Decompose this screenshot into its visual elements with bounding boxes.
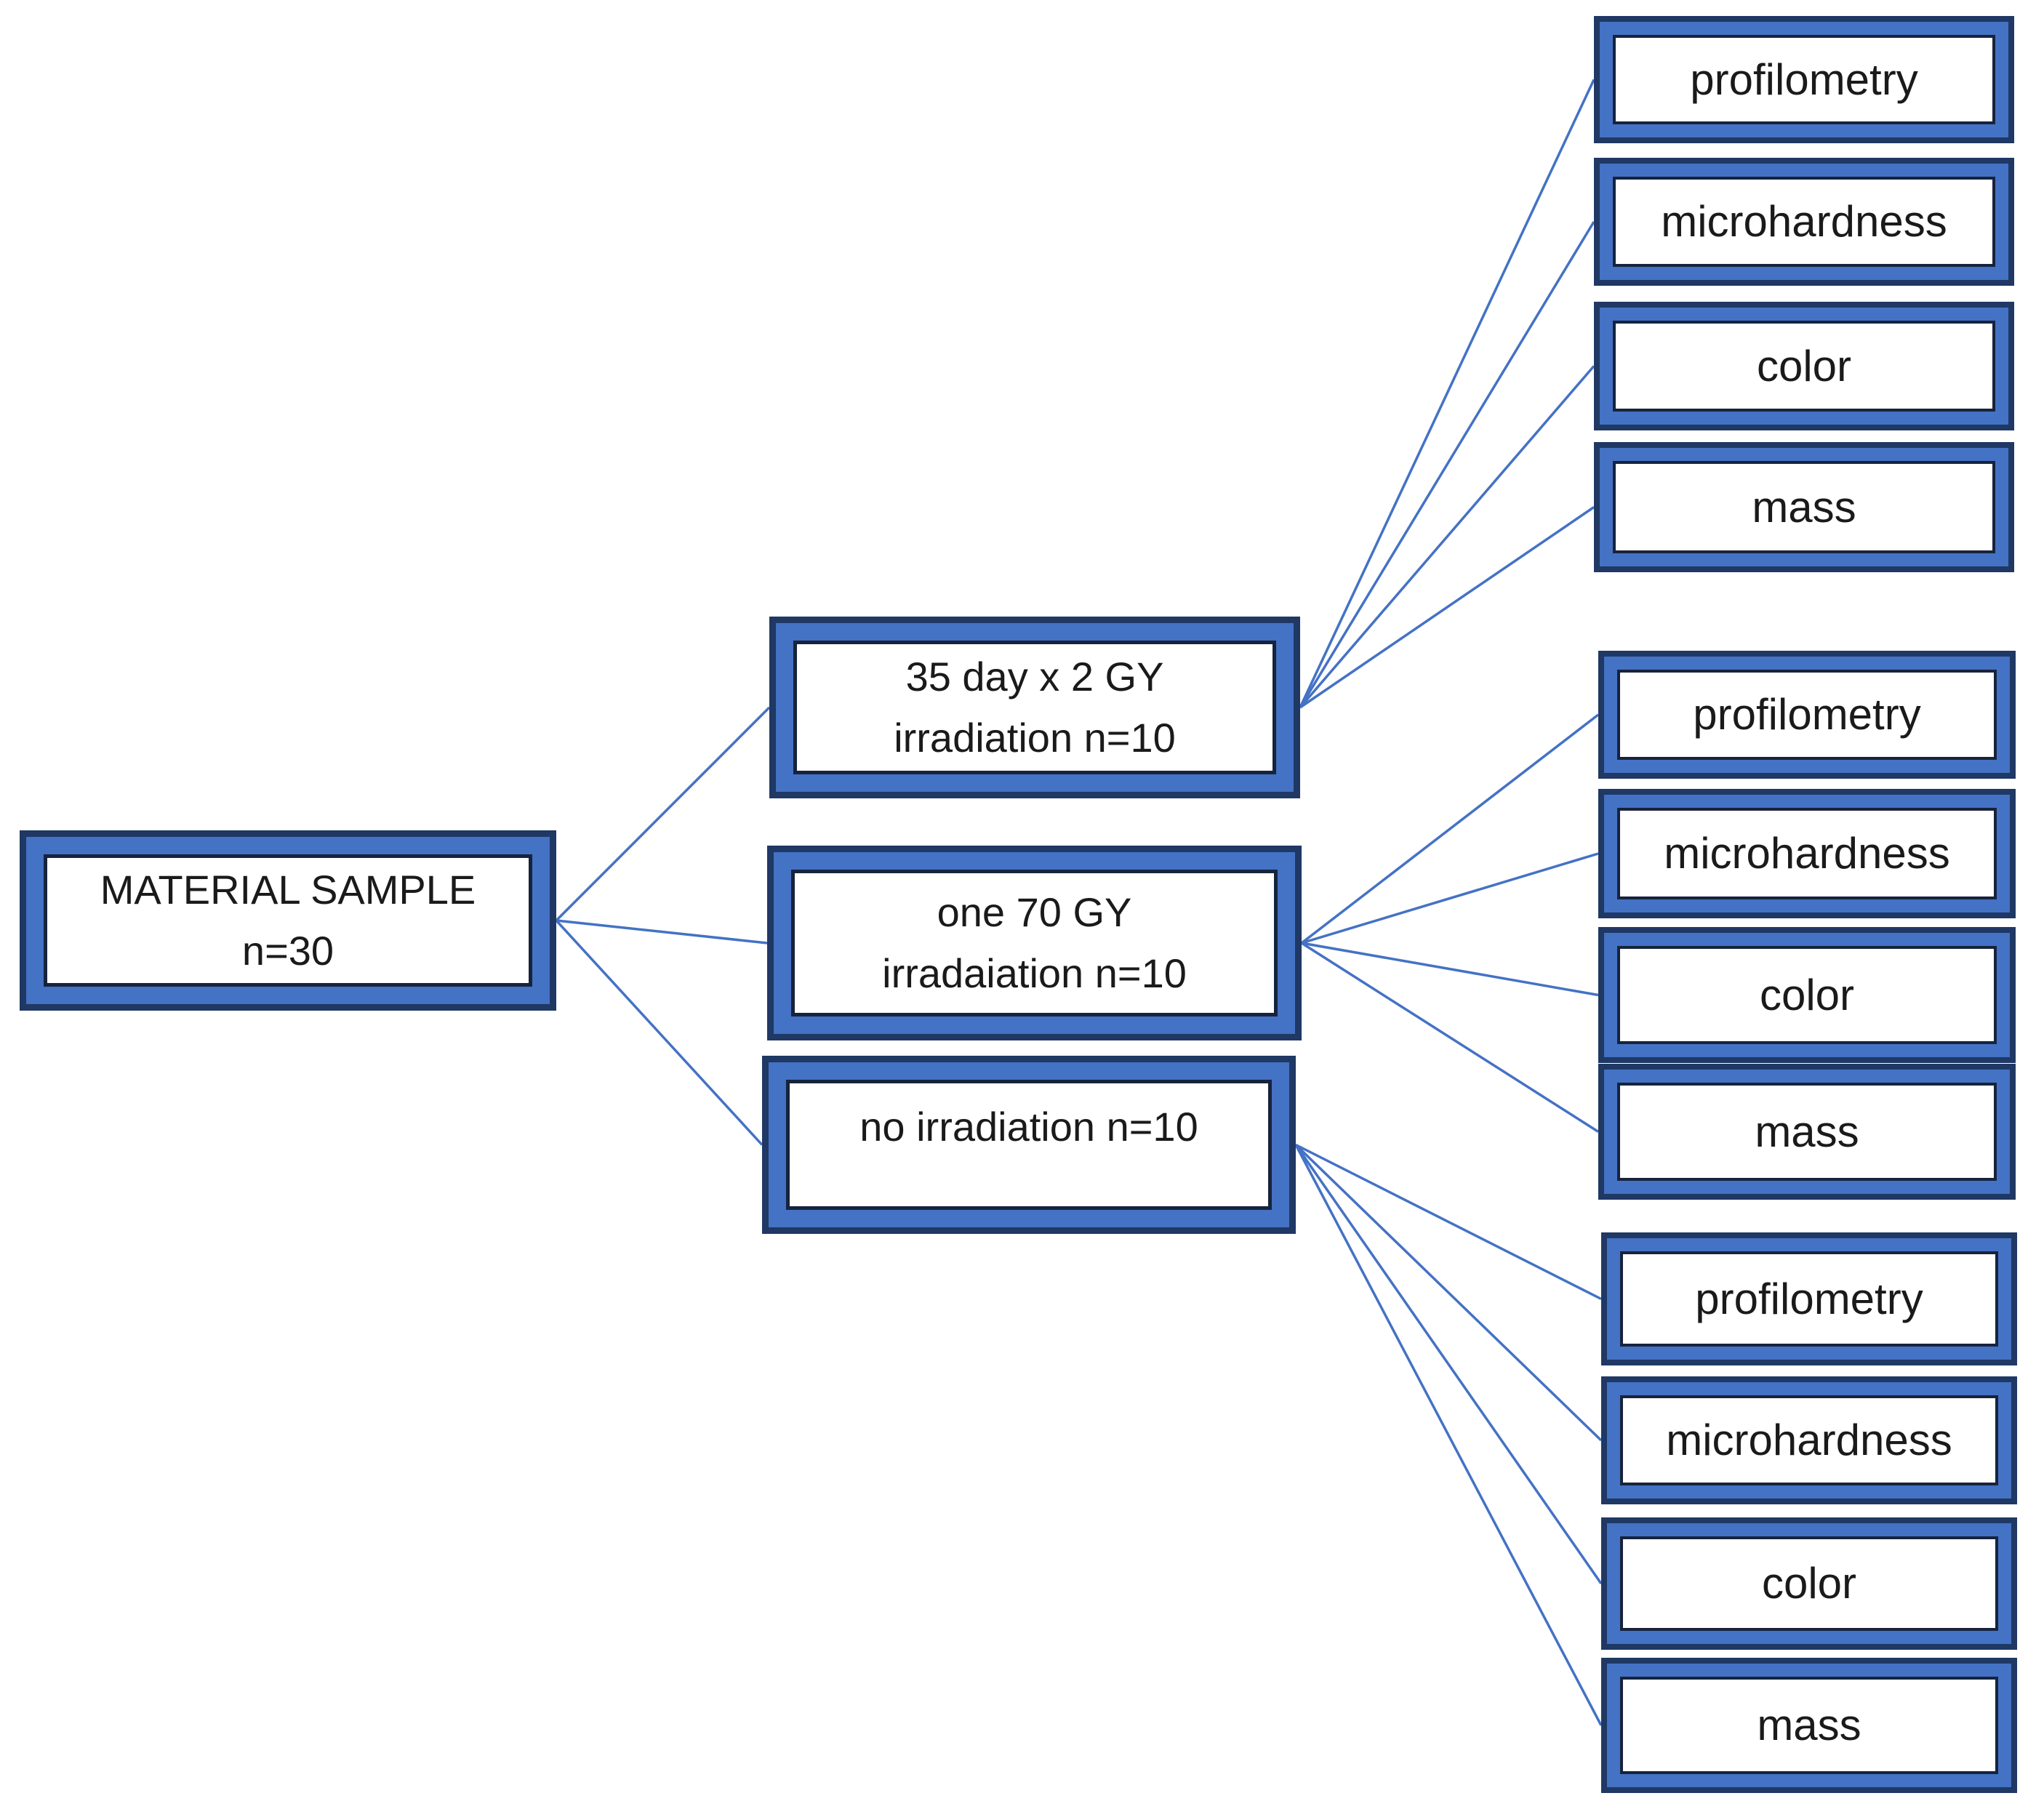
node-g3-mass: mass (1601, 1658, 2017, 1793)
node-g2-mass-inner: mass (1617, 1083, 1997, 1181)
node-g3-mass-inner: mass (1620, 1677, 1998, 1774)
connector-mid3-g3d (1294, 1144, 1603, 1726)
node-g3-profilometry: profilometry (1601, 1232, 2017, 1365)
node-label: profilometry (1693, 690, 1921, 739)
node-label: microhardness (1666, 1416, 1952, 1464)
node-g1-profilometry: profilometry (1594, 16, 2014, 143)
node-g2-microhardness-inner: microhardness (1617, 808, 1997, 899)
node-label: microhardness (1664, 829, 1950, 878)
connector-mid2-g2d (1301, 942, 1599, 1133)
node-g3-profilometry-inner: profilometry (1620, 1251, 1998, 1347)
node-label: mass (1755, 1107, 1859, 1156)
connector-mid3-g3b (1294, 1144, 1603, 1442)
node-group-35day-irradiation: 35 day x 2 GY irradiation n=10 (769, 617, 1300, 798)
node-g2-microhardness: microhardness (1598, 789, 2016, 918)
node-label: profilometry (1690, 55, 1918, 104)
node-g3-microhardness-inner: microhardness (1620, 1395, 1998, 1485)
node-g2-color: color (1598, 927, 2016, 1063)
connector-root-mid3 (555, 919, 764, 1146)
connector-mid2-g2a (1300, 713, 1600, 944)
node-g1-profilometry-inner: profilometry (1613, 35, 1995, 124)
node-g1-microhardness-inner: microhardness (1613, 177, 1995, 267)
connector-root-mid1 (555, 706, 771, 922)
node-material-sample: MATERIAL SAMPLE n=30 (20, 830, 556, 1011)
node-label: color (1756, 341, 1852, 390)
node-label: microhardness (1661, 197, 1947, 246)
node-label: MATERIAL SAMPLE (100, 867, 476, 912)
connector-mid1-g1c (1299, 365, 1595, 709)
connector-mid3-g3c (1294, 1144, 1603, 1584)
node-label: irradaiation n=10 (882, 950, 1187, 996)
connector-mid1-g1b (1299, 221, 1595, 708)
connector-mid1-g1d (1299, 506, 1595, 709)
connector-mid2-g2c (1301, 942, 1599, 997)
node-material-sample-inner: MATERIAL SAMPLE n=30 (44, 854, 532, 987)
node-label: color (1759, 970, 1855, 1019)
connector-mid1-g1a (1299, 79, 1595, 708)
node-label: 35 day x 2 GY (905, 654, 1164, 699)
node-g2-profilometry: profilometry (1598, 651, 2016, 779)
node-label: profilometry (1695, 1274, 1923, 1323)
node-g3-microhardness: microhardness (1601, 1376, 2017, 1504)
connector-mid2-g2b (1301, 852, 1599, 944)
node-group-one-70gy-irradiation-inner: one 70 GY irradaiation n=10 (791, 870, 1278, 1016)
node-group-no-irradiation: no irradiation n=10 (762, 1056, 1296, 1234)
node-g1-mass: mass (1594, 442, 2014, 572)
node-g2-mass: mass (1598, 1064, 2016, 1200)
connector-mid3-g3a (1295, 1143, 1602, 1301)
node-g3-color-inner: color (1620, 1536, 1998, 1631)
node-g2-profilometry-inner: profilometry (1617, 670, 1997, 760)
node-label: mass (1752, 482, 1856, 532)
node-label: irradiation n=10 (894, 715, 1176, 761)
node-g1-mass-inner: mass (1613, 461, 1995, 553)
node-group-one-70gy-irradiation: one 70 GY irradaiation n=10 (767, 846, 1302, 1040)
node-g1-color-inner: color (1613, 321, 1995, 412)
node-label: no irradiation n=10 (859, 1104, 1198, 1150)
node-g3-color: color (1601, 1517, 2017, 1650)
node-group-no-irradiation-inner: no irradiation n=10 (786, 1080, 1272, 1210)
node-group-35day-irradiation-inner: 35 day x 2 GY irradiation n=10 (793, 641, 1276, 774)
node-label: n=30 (241, 928, 334, 974)
node-label: one 70 GY (937, 889, 1132, 935)
node-label: mass (1757, 1701, 1861, 1749)
connector-root-mid2 (556, 919, 768, 944)
node-g2-color-inner: color (1617, 946, 1997, 1044)
node-g1-microhardness: microhardness (1594, 158, 2014, 286)
node-g1-color: color (1594, 302, 2014, 430)
node-label: color (1761, 1559, 1857, 1608)
